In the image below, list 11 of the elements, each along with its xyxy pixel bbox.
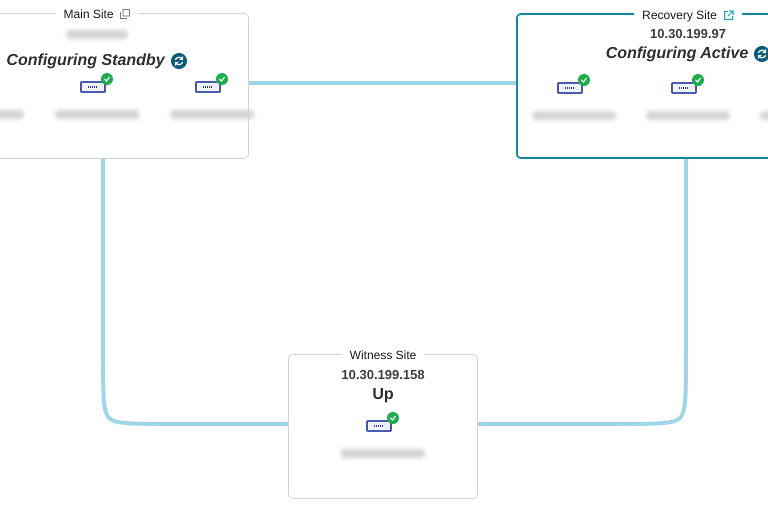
status-text: Configuring Active — [606, 45, 748, 63]
ip-address: 10.30.199.97 — [650, 26, 726, 41]
ip-address: 10.30.199.158 — [341, 367, 425, 382]
status-text: Configuring Standby — [6, 52, 165, 70]
site-title: Recovery Site — [642, 7, 717, 23]
site-title: Main Site — [63, 6, 114, 22]
connection-line — [249, 81, 516, 85]
status-text: Up — [372, 386, 394, 404]
connection-line — [101, 159, 288, 426]
site-title: Witness Site — [350, 347, 416, 363]
connection-line — [478, 159, 688, 426]
